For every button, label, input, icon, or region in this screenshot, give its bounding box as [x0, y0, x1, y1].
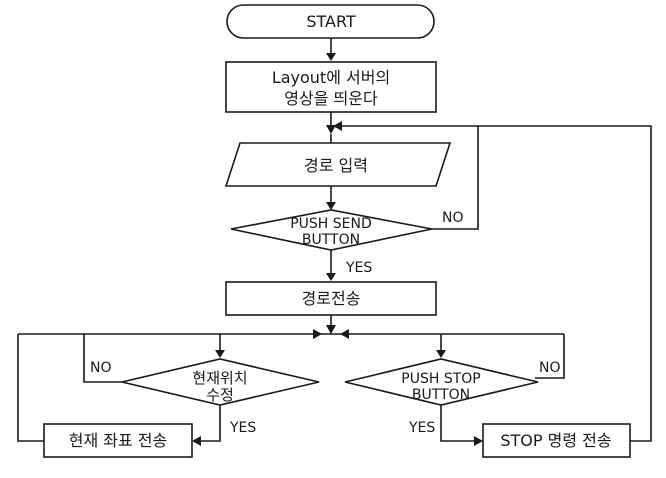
send-coords-label: 현재 좌표 전송	[69, 431, 168, 450]
edge-send-coords-loop	[17, 334, 44, 442]
stop-yes-label: YES	[408, 420, 435, 436]
route-send-label: 경로전송	[302, 289, 361, 308]
arrowhead	[192, 436, 201, 446]
arrowhead	[326, 325, 336, 334]
position-no-label: NO	[90, 360, 112, 376]
arrowhead	[436, 350, 446, 358]
push-send-line1: PUSH SEND	[290, 216, 372, 232]
send-yes-label: YES	[345, 260, 372, 276]
edge-position-no	[83, 334, 122, 383]
edge-stop-yes	[440, 405, 475, 442]
arrowhead	[340, 329, 349, 339]
push-stop-line2: BUTTON	[412, 387, 470, 403]
edge-send-no-loop	[342, 125, 479, 230]
start-terminal: START	[226, 4, 435, 39]
arrowhead	[326, 53, 336, 61]
arrowhead	[333, 121, 342, 131]
send-coords-process: 현재 좌표 전송	[43, 423, 193, 458]
send-no-label: NO	[442, 210, 464, 226]
arrowhead	[326, 125, 336, 134]
send-stop-label: STOP 명령 전송	[500, 431, 611, 450]
route-send-process: 경로전송	[225, 281, 437, 316]
start-label: START	[306, 12, 356, 31]
push-stop-line1: PUSH STOP	[401, 371, 480, 387]
edge-stop-no	[535, 334, 565, 379]
send-stop-process: STOP 명령 전송	[482, 423, 631, 458]
position-yes-label: YES	[229, 420, 256, 436]
route-input-io: 경로 입력	[224, 142, 452, 187]
position-modified-line2: 수정	[206, 386, 234, 404]
edge-stop-command-loop	[478, 125, 652, 442]
route-input-label: 경로 입력	[304, 156, 368, 175]
stop-no-label: NO	[539, 360, 561, 376]
show-layout-line1: Layout에 서버의	[272, 68, 390, 87]
arrowhead	[215, 350, 225, 358]
show-layout-line2: 영상을 띄운다	[284, 89, 378, 108]
arrowhead	[326, 202, 336, 210]
edge-position-yes	[200, 405, 221, 442]
show-layout-process: Layout에 서버의 영상을 띄운다	[225, 61, 437, 113]
arrowhead	[474, 436, 483, 446]
position-modified-line1: 현재위치	[192, 369, 247, 387]
push-send-decision: PUSH SEND BUTTON	[230, 209, 433, 251]
arrowhead	[326, 273, 336, 281]
push-stop-decision: PUSH STOP BUTTON	[344, 358, 539, 406]
connectors	[17, 38, 652, 446]
position-modified-decision: 현재위치 수정	[121, 358, 320, 406]
push-send-line2: BUTTON	[302, 232, 360, 248]
arrowhead	[313, 329, 322, 339]
